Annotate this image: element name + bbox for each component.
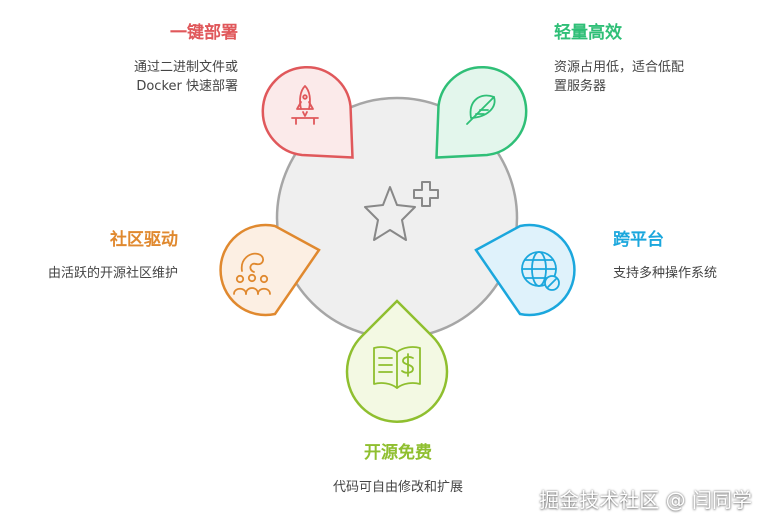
star-plus-icon — [364, 181, 439, 241]
lightweight-desc-line-2: 置服务器 — [554, 78, 606, 94]
book-dollar-icon — [373, 346, 421, 389]
bubble-crossplatform — [474, 223, 576, 317]
lightweight-title: 轻量高效 — [554, 22, 622, 43]
globe-icon — [521, 251, 560, 291]
feather-icon — [466, 94, 496, 125]
bubble-deploy — [261, 66, 354, 159]
community-title: 社区驱动 — [109, 229, 178, 250]
bubble-lightweight — [435, 66, 528, 159]
opensource-title: 开源免费 — [364, 442, 432, 463]
bubble-crossplatform-shape — [474, 223, 576, 317]
lightweight-desc-line-1: 资源占用低，适合低配 — [554, 60, 684, 75]
opensource-desc-line-1: 代码可自由修改和扩展 — [333, 480, 463, 495]
rocket-icon — [291, 85, 319, 125]
bubble-community — [219, 223, 321, 317]
deploy-title: 一键部署 — [170, 22, 238, 43]
deploy-desc-line-2: Docker 快速部署 — [136, 79, 238, 94]
deploy-desc-line-1: 通过二进制文件或 — [134, 60, 238, 75]
crossplatform-desc-line-1: 支持多种操作系统 — [613, 265, 717, 281]
bubble-opensource — [345, 299, 449, 423]
crossplatform-title: 跨平台 — [613, 229, 664, 250]
bubble-lightweight-shape — [435, 66, 528, 159]
community-desc-line-1: 由活跃的开源社区维护 — [48, 265, 178, 281]
watermark-text: 掘金技术社区 @ 闫同学 — [539, 488, 752, 512]
community-icon — [233, 252, 271, 295]
